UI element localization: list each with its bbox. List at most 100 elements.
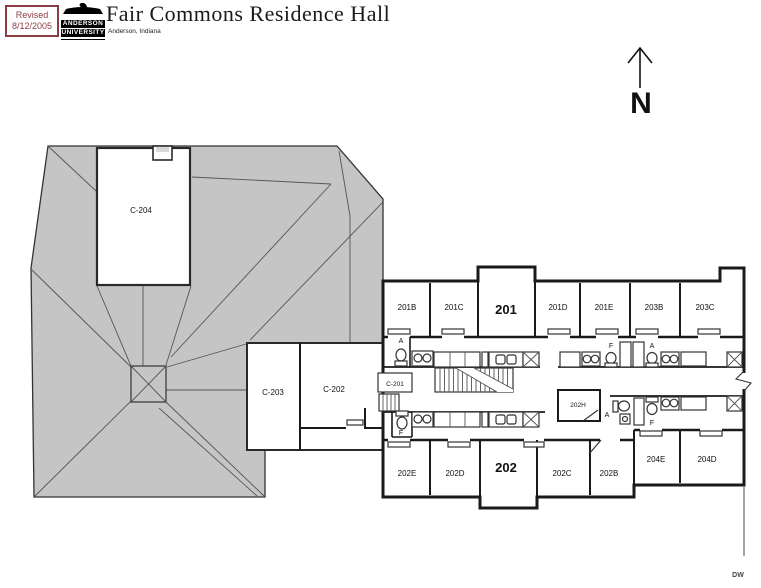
doors <box>387 328 723 455</box>
bath-label-a: A <box>650 343 655 350</box>
room-label-203c: 203C <box>695 303 714 312</box>
room-label-203b: 203B <box>645 303 664 312</box>
room-label-202: 202 <box>495 460 517 475</box>
door-jamb <box>481 351 489 368</box>
door-204e <box>639 430 663 437</box>
counter <box>559 351 581 368</box>
mini-stairs-treads <box>382 394 396 411</box>
revision-label: Revised <box>15 9 49 20</box>
room-label-201: 201 <box>495 302 517 317</box>
bath-label-f: F <box>399 430 403 437</box>
sink-bowl <box>661 354 671 364</box>
room-label-201b: 201B <box>398 303 417 312</box>
door-jamb <box>481 411 489 428</box>
wall-break <box>734 370 752 556</box>
door-204d <box>699 430 723 437</box>
sink-bowl <box>661 398 671 408</box>
room-label-202c: 202C <box>552 469 571 478</box>
logo-line-1: ANDERSON <box>61 20 105 28</box>
logo-line-2: UNIVERSITY <box>61 29 105 37</box>
cabinet <box>633 397 645 426</box>
swan-banner-icon <box>63 3 103 14</box>
main-stairs-icon <box>434 367 514 393</box>
sink-counter <box>488 411 524 428</box>
sink-bowl <box>422 414 432 424</box>
toilet-tank <box>395 410 409 417</box>
room-label-204d: 204D <box>697 455 716 464</box>
cabinet <box>619 341 632 368</box>
room-label-202b: 202B <box>600 469 619 478</box>
page-subtitle: Anderson, Indiana <box>108 28 161 35</box>
room-label-201e: 201E <box>595 303 614 312</box>
mini-stairs-icon <box>378 393 400 412</box>
toilet-icon <box>396 416 408 430</box>
room-label-c203: C-203 <box>262 388 284 397</box>
break-zigzag-icon <box>734 370 752 392</box>
sink-bowl <box>422 353 432 363</box>
shower-x <box>522 351 540 368</box>
sink-bowl <box>590 354 600 364</box>
room-label-c201: C-201 <box>386 381 404 388</box>
mop-sink-drain <box>621 415 629 423</box>
door-201e <box>595 328 619 335</box>
room-label-c202: C-202 <box>323 385 345 394</box>
sink-basin <box>495 414 506 425</box>
shower-icon <box>522 411 540 428</box>
door-202 <box>523 441 545 448</box>
north-arrow-head <box>627 46 653 64</box>
door-leaf <box>346 419 364 426</box>
door-202h-swing <box>582 409 599 422</box>
door-202d <box>447 441 471 448</box>
west-end-core: A C-201 F <box>377 337 434 438</box>
door-201d <box>547 328 571 335</box>
room-label-202h: 202H <box>570 402 586 409</box>
door-202e <box>387 441 411 448</box>
room-label-201c: 201C <box>444 303 463 312</box>
sink-basin <box>506 354 517 365</box>
shower-x <box>726 351 743 368</box>
revision-stamp: Revised 8/12/2005 <box>5 5 59 37</box>
c203-c202-outline <box>246 342 384 451</box>
sink-bowl <box>413 414 423 424</box>
toilet-tank <box>645 362 659 368</box>
stairs-band-lines <box>455 367 514 393</box>
anderson-university-logo: ANDERSON UNIVERSITY <box>61 2 105 40</box>
room-c204: C-204 <box>95 145 192 287</box>
toilet-icon <box>646 402 658 416</box>
door-203b <box>635 328 659 335</box>
east-bath-bottom: 202H A F <box>557 389 743 427</box>
chimney-shading <box>156 147 169 152</box>
stairs-landing-band <box>456 368 513 392</box>
bottom-room-dividers <box>429 430 681 497</box>
toilet-icon <box>395 348 407 362</box>
bath-label-a: A <box>399 338 404 345</box>
page-title: Fair Commons Residence Hall <box>106 1 391 26</box>
sink-bowl <box>582 354 592 364</box>
bath-label-f: F <box>609 343 613 350</box>
room-label-c204: C-204 <box>130 206 152 215</box>
shower-icon <box>726 395 743 412</box>
door-203c <box>697 328 721 335</box>
room-label-201d: 201D <box>548 303 567 312</box>
sink-bowl <box>669 398 679 408</box>
sink-basin <box>506 414 517 425</box>
shower-x <box>726 395 743 412</box>
room-label-204e: 204E <box>647 455 666 464</box>
north-label: N <box>630 87 652 120</box>
door-201c <box>441 328 465 335</box>
north-arrow: N <box>627 46 653 120</box>
rooms-c203-c202: C-203 C-202 <box>246 342 384 451</box>
corridor-center <box>433 351 540 428</box>
room-labels: 201B 201C 201 201D 201E 203B 203C 202E 2… <box>398 302 717 478</box>
cupola-x <box>130 365 167 403</box>
door-202b-swing <box>588 439 602 455</box>
shower-icon <box>726 351 743 368</box>
room-label-202d: 202D <box>445 469 464 478</box>
wing-outline <box>381 265 746 510</box>
logo-text-bars: ANDERSON UNIVERSITY <box>61 20 105 40</box>
room-label-202e: 202E <box>398 469 417 478</box>
east-bath-top: F A <box>559 341 743 368</box>
c203-c202-inner-walls <box>299 343 383 450</box>
sink-bowl <box>669 354 679 364</box>
door-201b <box>387 328 411 335</box>
